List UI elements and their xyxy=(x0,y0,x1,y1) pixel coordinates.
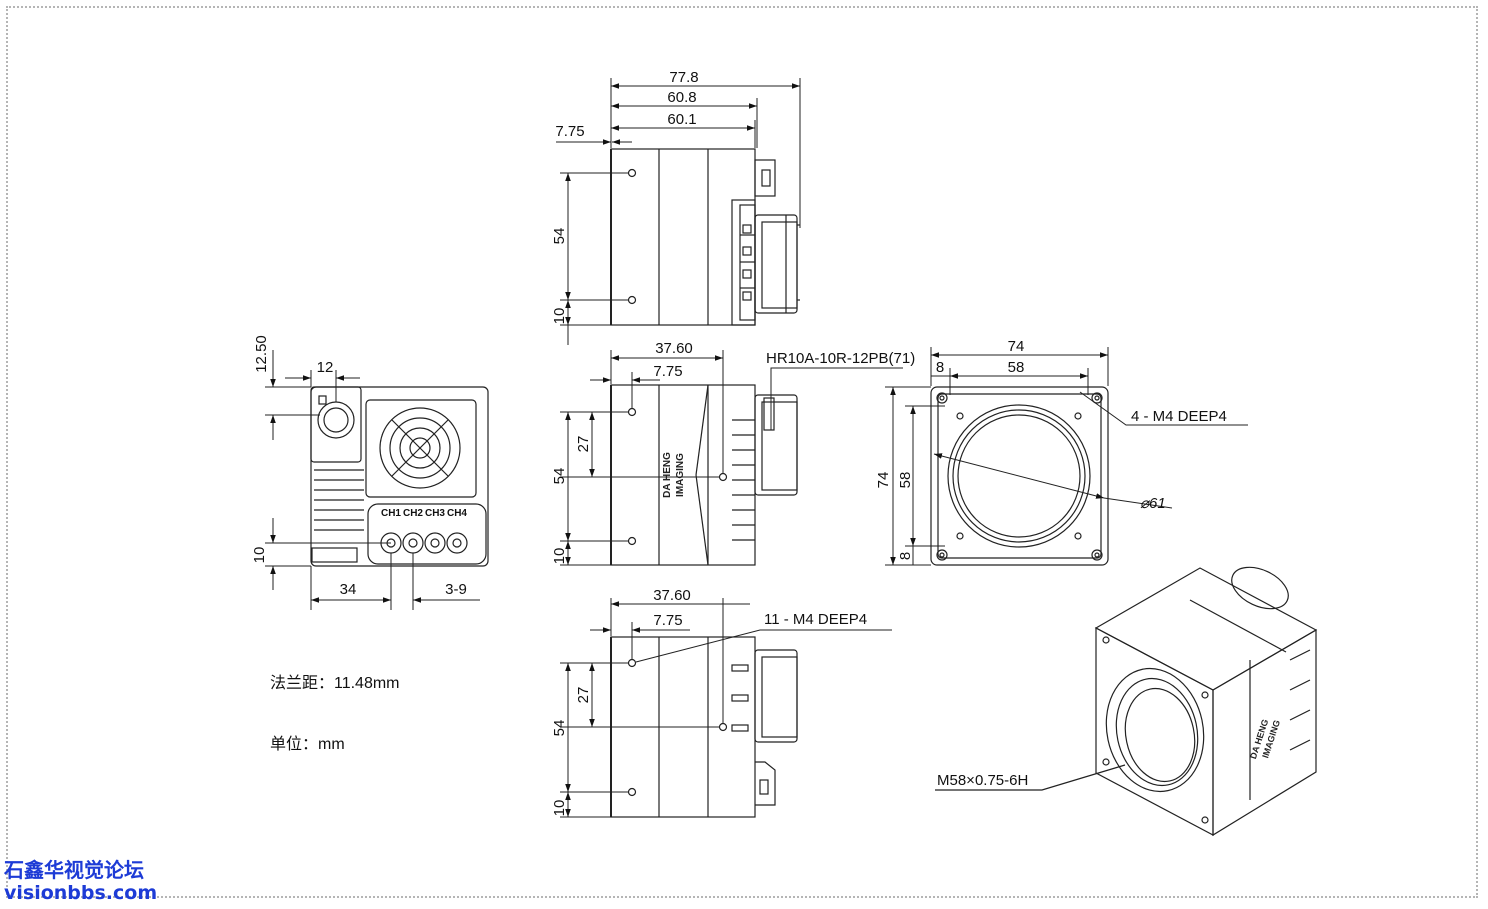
dim-34: 34 xyxy=(340,581,357,598)
dim-37-60-mid: 37.60 xyxy=(655,340,693,357)
middle-view-dimensions xyxy=(560,350,903,566)
middle-side-view xyxy=(610,384,798,566)
isometric-view xyxy=(935,566,1318,837)
dim-8-height: 8 xyxy=(897,552,914,560)
connector-label: HR10A-10R-12PB(71) xyxy=(766,350,915,367)
ch2-label: CH2 xyxy=(403,508,423,519)
dim-74-height: 74 xyxy=(875,472,892,489)
back-view xyxy=(310,386,489,567)
channel-labels: CH1 CH2 CH3 CH4 xyxy=(381,508,467,519)
dim-74-width: 74 xyxy=(1008,338,1025,355)
dim-8-width: 8 xyxy=(936,359,944,376)
bottom-view-dimensions xyxy=(560,598,892,818)
watermark-forum-name: 石鑫华视觉论坛 xyxy=(4,858,144,882)
ch3-label: CH3 xyxy=(425,508,445,519)
back-view-dimensions xyxy=(265,350,480,610)
logo-line1-mid: DA HENG xyxy=(662,452,673,498)
dim-58-height: 58 xyxy=(897,472,914,489)
logo-line2-mid: IMAGING xyxy=(675,453,686,497)
dim-27-mid: 27 xyxy=(575,436,592,453)
dim-54-top: 54 xyxy=(551,228,568,245)
dim-27-bot: 27 xyxy=(575,687,592,704)
dim-60-8: 60.8 xyxy=(667,89,696,106)
top-side-view xyxy=(610,148,800,326)
top-view-dimensions xyxy=(556,78,801,345)
ch4-label: CH4 xyxy=(447,508,467,519)
flange-distance-note: 法兰距：11.48mm xyxy=(270,674,400,692)
dim-7-75-bot: 7.75 xyxy=(653,612,682,629)
dim-10-mid: 10 xyxy=(551,548,568,565)
watermark-url[interactable]: visionbbs.com xyxy=(4,882,158,904)
drawing-border xyxy=(6,6,1478,898)
dim-3-9: 3-9 xyxy=(445,581,467,598)
dim-10-bot: 10 xyxy=(551,800,568,817)
unit-note: 单位：mm xyxy=(270,735,345,753)
middle-logo: DA HENG IMAGING xyxy=(662,452,686,498)
dim-7-75-top: 7.75 xyxy=(555,123,584,140)
dim-54-mid: 54 xyxy=(551,468,568,485)
dim-37-60-bot: 37.60 xyxy=(653,587,691,604)
holes-label-front: 4 - M4 DEEP4 xyxy=(1131,408,1227,425)
dim-10-back: 10 xyxy=(251,547,268,564)
mount-thread-label: M58×0.75-6H xyxy=(937,772,1028,789)
dim-58-width: 58 xyxy=(1008,359,1025,376)
dim-diameter-61: ⌀61 xyxy=(1140,495,1166,512)
holes-label-bot: 11 - M4 DEEP4 xyxy=(764,611,867,628)
isometric-logo: DA HENG IMAGING xyxy=(1248,718,1282,760)
dim-60-1: 60.1 xyxy=(667,111,696,128)
dim-77-8: 77.8 xyxy=(669,69,698,86)
dim-12-50: 12.50 xyxy=(253,335,270,373)
dim-10-top: 10 xyxy=(551,308,568,325)
ch1-label: CH1 xyxy=(381,508,401,519)
dim-12: 12 xyxy=(317,359,334,376)
dim-7-75-mid: 7.75 xyxy=(653,363,682,380)
front-view-dimensions xyxy=(885,347,1248,566)
dim-54-bot: 54 xyxy=(551,720,568,737)
